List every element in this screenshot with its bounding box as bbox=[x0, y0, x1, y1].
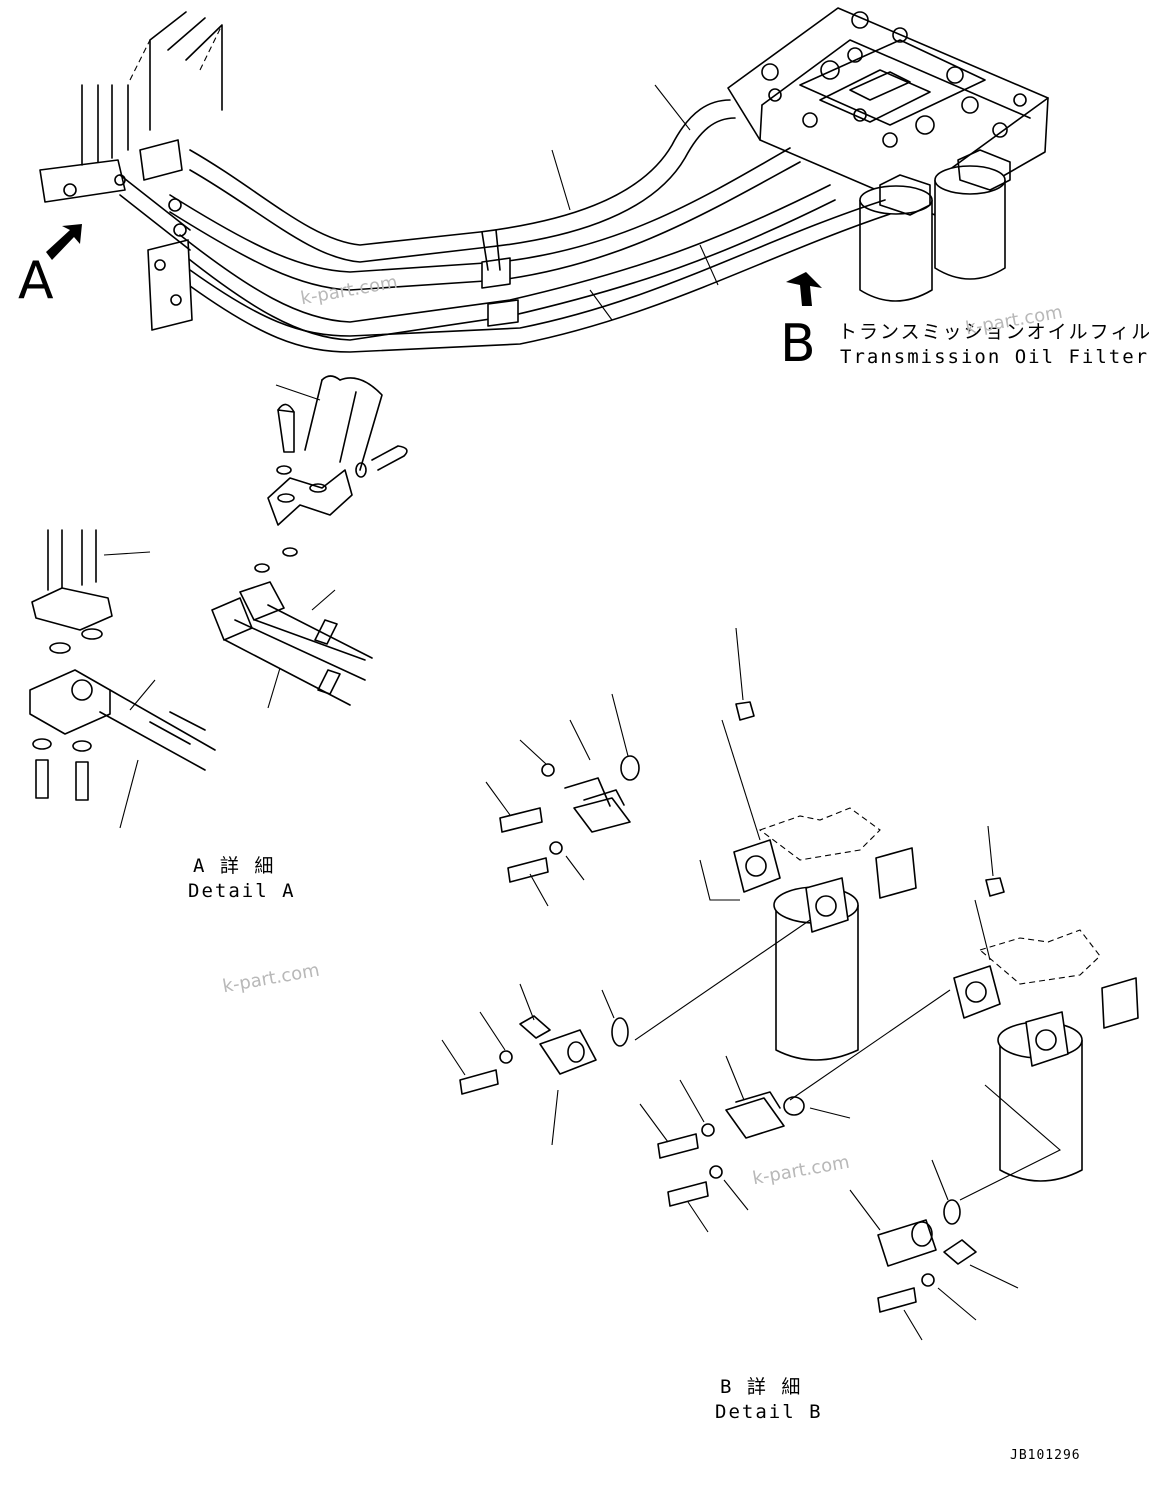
filter-caption-en: Transmission Oil Filter bbox=[840, 346, 1149, 368]
arrow-b-icon bbox=[786, 272, 822, 306]
arrow-a-icon bbox=[46, 224, 82, 260]
detail-b-caption-en: Detail B bbox=[715, 1401, 823, 1423]
detail-b-caption-jp: B 詳 細 bbox=[720, 1376, 803, 1398]
left-bracket-main bbox=[39, 11, 223, 331]
detail-a-caption-jp: A 詳 細 bbox=[193, 855, 276, 877]
arrow-label-b: B bbox=[780, 314, 816, 374]
detail-a-drawing bbox=[29, 375, 408, 829]
detail-a-caption-en: Detail A bbox=[188, 880, 296, 902]
filter-caption-jp: トランスミッションオイルフィルタ bbox=[838, 321, 1149, 343]
oil-filter-main-2 bbox=[934, 165, 1006, 280]
oil-filter-main-1 bbox=[859, 185, 933, 302]
control-valve-block bbox=[727, 7, 1049, 216]
arrow-label-a: A bbox=[18, 251, 54, 311]
drawing-code: JB101296 bbox=[1010, 1448, 1081, 1463]
detail-b-drawing bbox=[441, 627, 1139, 1341]
